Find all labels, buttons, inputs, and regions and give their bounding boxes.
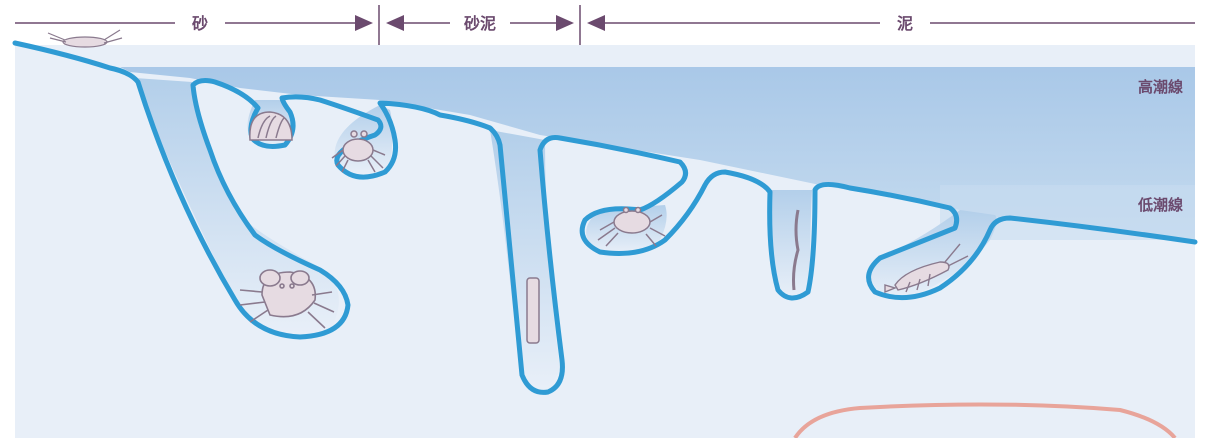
large-crab-icon [239, 269, 335, 329]
tube-worm-icon [526, 277, 540, 344]
isopod-icon [47, 29, 123, 48]
highlight-outline [793, 402, 1177, 438]
mud-arrowhead-left [587, 15, 605, 31]
polychaete-worm-icon [792, 209, 800, 291]
sand-arrowhead-right [355, 15, 373, 31]
sandymud-arrowhead-left [386, 15, 404, 31]
zone-header [15, 5, 1195, 45]
sandymud-arrowhead-right [556, 15, 574, 31]
shrimp-icon [884, 243, 969, 294]
zone-label-sand: 砂 [192, 14, 208, 33]
clam-icon [249, 111, 293, 141]
intertidal-water [120, 67, 1195, 240]
surface-line [12, 40, 1198, 395]
small-crab-icon [331, 130, 386, 173]
zone-label-sandy-mud: 砂泥 [464, 14, 496, 33]
high-tide-label: 高潮線 [1138, 78, 1183, 96]
low-tide-label: 低潮線 [1137, 196, 1183, 214]
crab-icon [597, 206, 666, 247]
zone-label-mud: 泥 [897, 14, 913, 33]
burrow-outlines [12, 40, 1198, 395]
